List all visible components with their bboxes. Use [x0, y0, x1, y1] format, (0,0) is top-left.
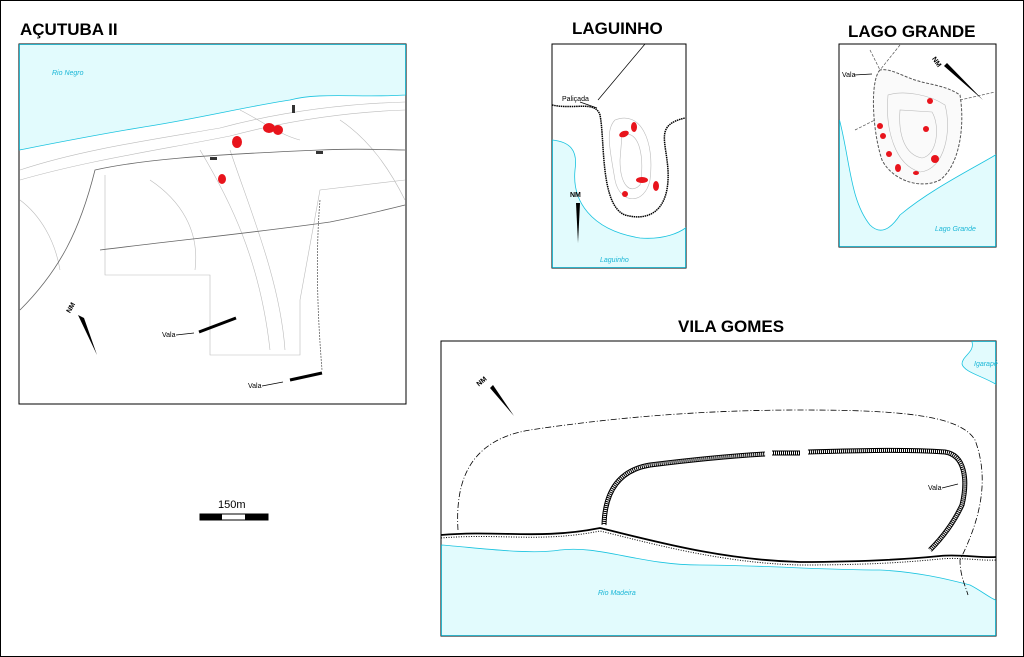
rio-negro-water: [19, 44, 406, 151]
site-mound: [273, 125, 283, 135]
palisade-label: Paliçada: [562, 96, 589, 103]
site-mound: [631, 122, 637, 132]
ditch-segment: [289, 371, 323, 382]
riverbank-hatch: [440, 530, 997, 566]
site-mound: [263, 123, 275, 133]
acutuba-trail: [316, 199, 323, 371]
north-label: NM: [66, 301, 78, 314]
arrow-icon: [853, 73, 873, 76]
site-mound: [895, 164, 901, 172]
lago-grande-ditch: [873, 69, 963, 185]
north-arrow-icon: [944, 63, 983, 100]
site-mound: [913, 171, 919, 175]
site-mound: [927, 98, 933, 104]
arrow-icon: [261, 381, 284, 387]
north-arrow-icon: [490, 385, 514, 416]
ditch-label: Vala: [162, 332, 176, 339]
laguinho-panel: LAGUINHO Paliçada NM Laguinho: [551, 19, 687, 269]
vila-gomes-ditch: [601, 447, 968, 552]
lago-grande-water: [839, 119, 996, 247]
structure-marker: [292, 105, 295, 113]
lago-grande-lake-label: Lago Grande: [935, 226, 976, 233]
laguinho-ditch: [551, 104, 686, 218]
site-mound: [931, 155, 939, 163]
north-label: NM: [570, 192, 581, 199]
riverbank-line: [440, 527, 997, 563]
site-mound: [218, 174, 226, 184]
site-mound: [622, 191, 628, 197]
lago-grande-panel: LAGO GRANDE Vala NM Lago Grande: [838, 22, 997, 248]
ditch-segment: [198, 316, 237, 334]
site-mound: [886, 151, 892, 157]
north-arrow-icon: [78, 315, 97, 355]
laguinho-title: LAGUINHO: [572, 19, 663, 38]
ditch-label: Vala: [248, 383, 262, 390]
site-mound: [923, 126, 929, 132]
north-arrow-icon: [576, 203, 580, 243]
laguinho-water: [552, 139, 686, 268]
arrow-icon: [941, 483, 959, 489]
site-mound: [880, 133, 886, 139]
rio-negro-label: Rio Negro: [52, 70, 84, 77]
palisade-line: [597, 43, 646, 101]
arrow-icon: [175, 332, 195, 336]
igarape-label: Igarapé: [974, 361, 998, 368]
acutuba-contours: [19, 101, 406, 356]
enclosure-boundary: [457, 409, 983, 596]
acutuba-road-1: [19, 148, 406, 311]
vila-gomes-title: VILA GOMES: [678, 317, 784, 336]
site-mound: [653, 181, 659, 191]
igarape-water: [961, 341, 996, 385]
structure-marker: [316, 151, 323, 154]
lago-grande-title: LAGO GRANDE: [848, 22, 976, 41]
site-mound: [232, 136, 242, 148]
acutuba-title: AÇUTUBA II: [20, 20, 118, 39]
rio-madeira-label: Rio Madeira: [598, 590, 636, 597]
site-mound: [636, 177, 648, 183]
vila-gomes-panel: VILA GOMES Igarapé Vala NM Rio Madeira: [440, 317, 998, 637]
scale-bar: 150m: [199, 499, 269, 521]
site-mound: [619, 130, 629, 138]
ditch-label: Vala: [842, 72, 856, 79]
ditch-label: Vala: [928, 485, 942, 492]
rio-madeira-water: [441, 544, 996, 636]
scale-bar-label: 150m: [218, 499, 246, 511]
acutuba-panel: AÇUTUBA II Rio Negro Vala Vala: [18, 20, 407, 405]
site-mound: [877, 123, 883, 129]
structure-marker: [210, 157, 217, 160]
arrow-icon: [579, 101, 598, 109]
acutuba-road-2: [99, 204, 406, 251]
laguinho-lake-label: Laguinho: [600, 257, 629, 264]
